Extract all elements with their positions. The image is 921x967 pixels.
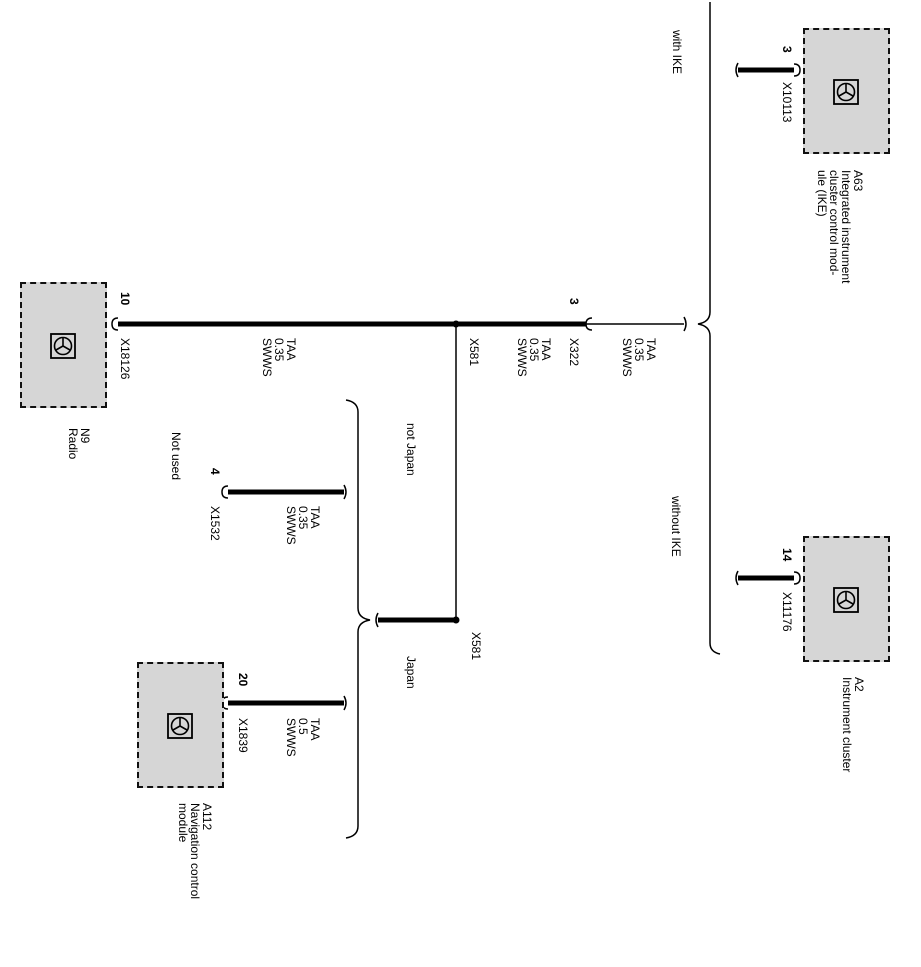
wire-top-code: SWWS bbox=[620, 338, 634, 377]
connector-hook bbox=[793, 571, 801, 585]
radio-name: Radio bbox=[66, 428, 80, 460]
x322-name: X322 bbox=[567, 338, 581, 367]
ike-module-box bbox=[803, 28, 890, 154]
control-unit-icon bbox=[833, 587, 859, 613]
notused-label: Not used bbox=[169, 432, 183, 481]
wire-end-tick bbox=[735, 62, 739, 78]
ike-name-line3: ule (IKE) bbox=[815, 170, 829, 217]
condition-without-ike: without IKE bbox=[669, 496, 683, 557]
control-unit-icon bbox=[167, 713, 193, 739]
nav-name-line2: module bbox=[176, 803, 190, 843]
radio-box bbox=[20, 282, 107, 408]
ike-connector: X10113 bbox=[780, 82, 794, 123]
ike-pin: 3 bbox=[780, 46, 794, 53]
wire-end-tick bbox=[375, 612, 379, 628]
connector-hook bbox=[585, 317, 593, 331]
wire-end-tick bbox=[683, 316, 687, 332]
connector-hook bbox=[793, 63, 801, 77]
cluster-pin: 14 bbox=[780, 548, 794, 562]
connector-hook bbox=[221, 485, 229, 499]
wire-notused-code: SWWS bbox=[284, 506, 298, 545]
wire-mid-code: SWWS bbox=[515, 338, 529, 377]
control-unit-icon bbox=[833, 79, 859, 105]
wire-nav-code: SWWS bbox=[284, 718, 298, 757]
wire-end-tick bbox=[343, 695, 347, 711]
cluster-connector: X11176 bbox=[780, 592, 794, 632]
x322-pin: 3 bbox=[567, 298, 581, 305]
navigation-module-box bbox=[137, 662, 224, 788]
splice-point-x581-japan bbox=[452, 616, 460, 624]
wire-end-tick bbox=[735, 570, 739, 586]
cluster-name: Instrument cluster bbox=[840, 677, 854, 773]
instrument-cluster-box bbox=[803, 536, 890, 662]
wire-end-tick bbox=[343, 484, 347, 500]
notused-connector: X1532 bbox=[208, 506, 222, 541]
notused-pin: 4 bbox=[208, 468, 222, 475]
connector-hook bbox=[111, 317, 119, 331]
condition-with-ike: with IKE bbox=[670, 30, 684, 75]
nav-pin: 20 bbox=[236, 673, 250, 687]
nav-connector: X1839 bbox=[236, 718, 250, 753]
condition-not-japan: not Japan bbox=[404, 423, 418, 476]
x581-splice-top: X581 bbox=[467, 338, 481, 367]
wire-radio-code: SWWS bbox=[260, 338, 274, 377]
control-unit-icon bbox=[50, 333, 76, 359]
radio-pin: 10 bbox=[118, 292, 132, 306]
x581-splice-bottom: X581 bbox=[469, 632, 483, 661]
condition-bracket-japan bbox=[345, 399, 371, 839]
splice-point-x581 bbox=[452, 320, 460, 328]
condition-bracket-ike bbox=[697, 2, 721, 655]
radio-connector: X18126 bbox=[118, 338, 132, 380]
condition-japan: Japan bbox=[404, 656, 418, 689]
